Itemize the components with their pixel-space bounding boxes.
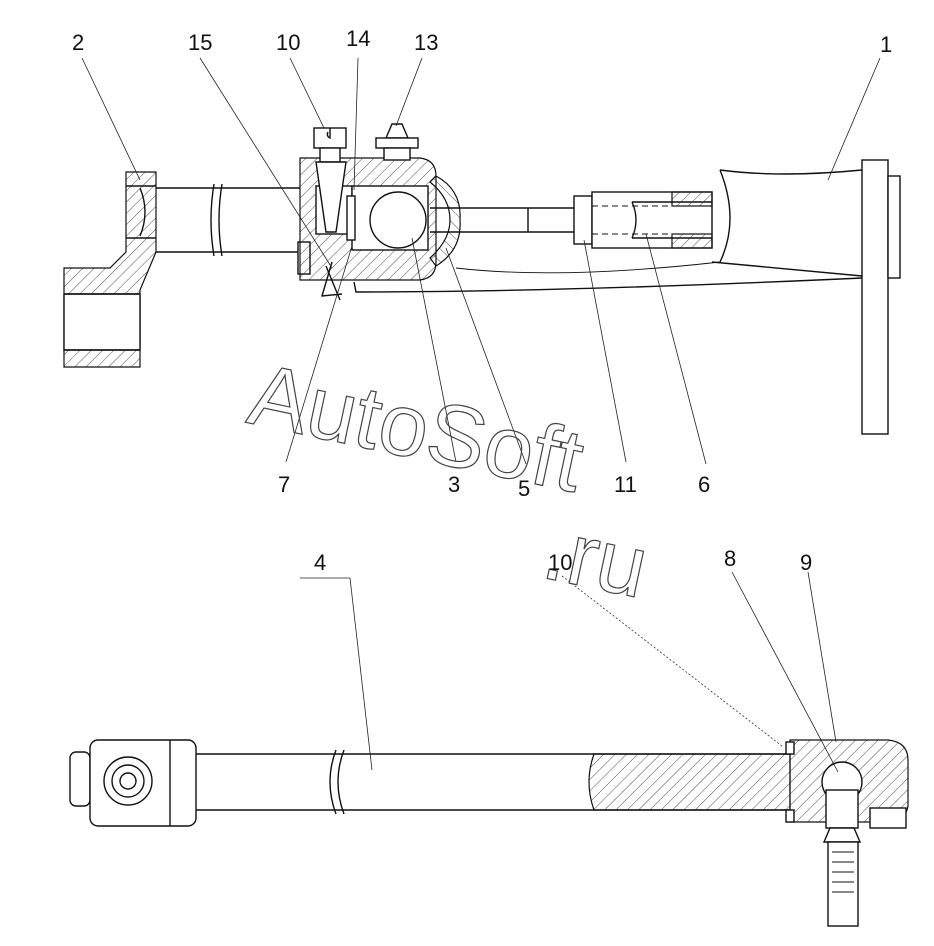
callout-3: 3	[448, 472, 460, 497]
bottom-assembly	[69, 739, 909, 927]
part-5-boot	[429, 175, 461, 267]
callout-7: 7	[278, 472, 290, 497]
callout-4: 4	[314, 550, 326, 575]
callout-9: 9	[800, 550, 812, 575]
part-4-tube	[196, 749, 791, 815]
part-1-plate	[353, 159, 901, 435]
callout-15: 15	[188, 30, 212, 55]
part-4-left-end	[69, 739, 197, 827]
part-rod	[430, 191, 713, 249]
part-13-nipple	[375, 123, 419, 161]
callout-10-top: 10	[276, 30, 300, 55]
callout-5: 5	[518, 476, 530, 501]
part-7-clip	[321, 261, 343, 301]
part-tube	[156, 183, 311, 275]
watermark-line1: AutoSoft	[241, 344, 592, 511]
part-10-plug	[313, 127, 347, 233]
callout-11: 11	[614, 472, 637, 497]
watermark-line2: .ru	[535, 498, 656, 616]
top-assembly	[63, 123, 901, 435]
leader-lines	[81, 57, 881, 773]
part-2-bracket	[63, 171, 157, 368]
callout-6: 6	[698, 472, 710, 497]
callout-14: 14	[346, 26, 370, 51]
callout-1: 1	[880, 32, 892, 57]
part-9-head	[785, 739, 909, 927]
callout-2: 2	[72, 30, 84, 55]
callout-8: 8	[724, 546, 736, 571]
callout-labels: 2 15 10 14 13 1 7 3 5 11 6 4 10 8 9	[72, 26, 892, 575]
callout-10-bottom: 10	[548, 550, 572, 575]
callout-13: 13	[414, 30, 438, 55]
